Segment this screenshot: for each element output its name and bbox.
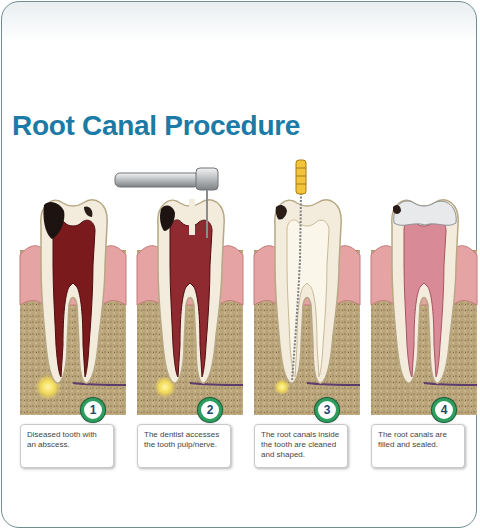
caption-text: Diseased tooth with an abscess. <box>27 430 107 450</box>
step-number-circle: 1 <box>81 398 105 422</box>
diagram-title: Root Canal Procedure <box>12 110 300 142</box>
caption-text: The root canals are filled and sealed. <box>378 430 458 450</box>
callout-number: 4 <box>441 404 448 416</box>
callout-number: 2 <box>207 404 214 416</box>
caption-text: The root canals inside the tooth are cle… <box>261 430 341 460</box>
step-caption-box: Diseased tooth with an abscess. <box>20 424 114 468</box>
step-number-circle: 4 <box>432 398 456 422</box>
step-caption-box: The dentist accesses the tooth pulp/nerv… <box>137 424 231 468</box>
callout-number: 1 <box>90 404 97 416</box>
callout-number: 3 <box>324 404 331 416</box>
step-number-circle: 2 <box>198 398 222 422</box>
step-number-circle: 3 <box>315 398 339 422</box>
step-caption-box: The root canals inside the tooth are cle… <box>254 424 348 468</box>
caption-text: The dentist accesses the tooth pulp/nerv… <box>144 430 224 450</box>
step-caption-box: The root canals are filled and sealed. <box>371 424 465 468</box>
